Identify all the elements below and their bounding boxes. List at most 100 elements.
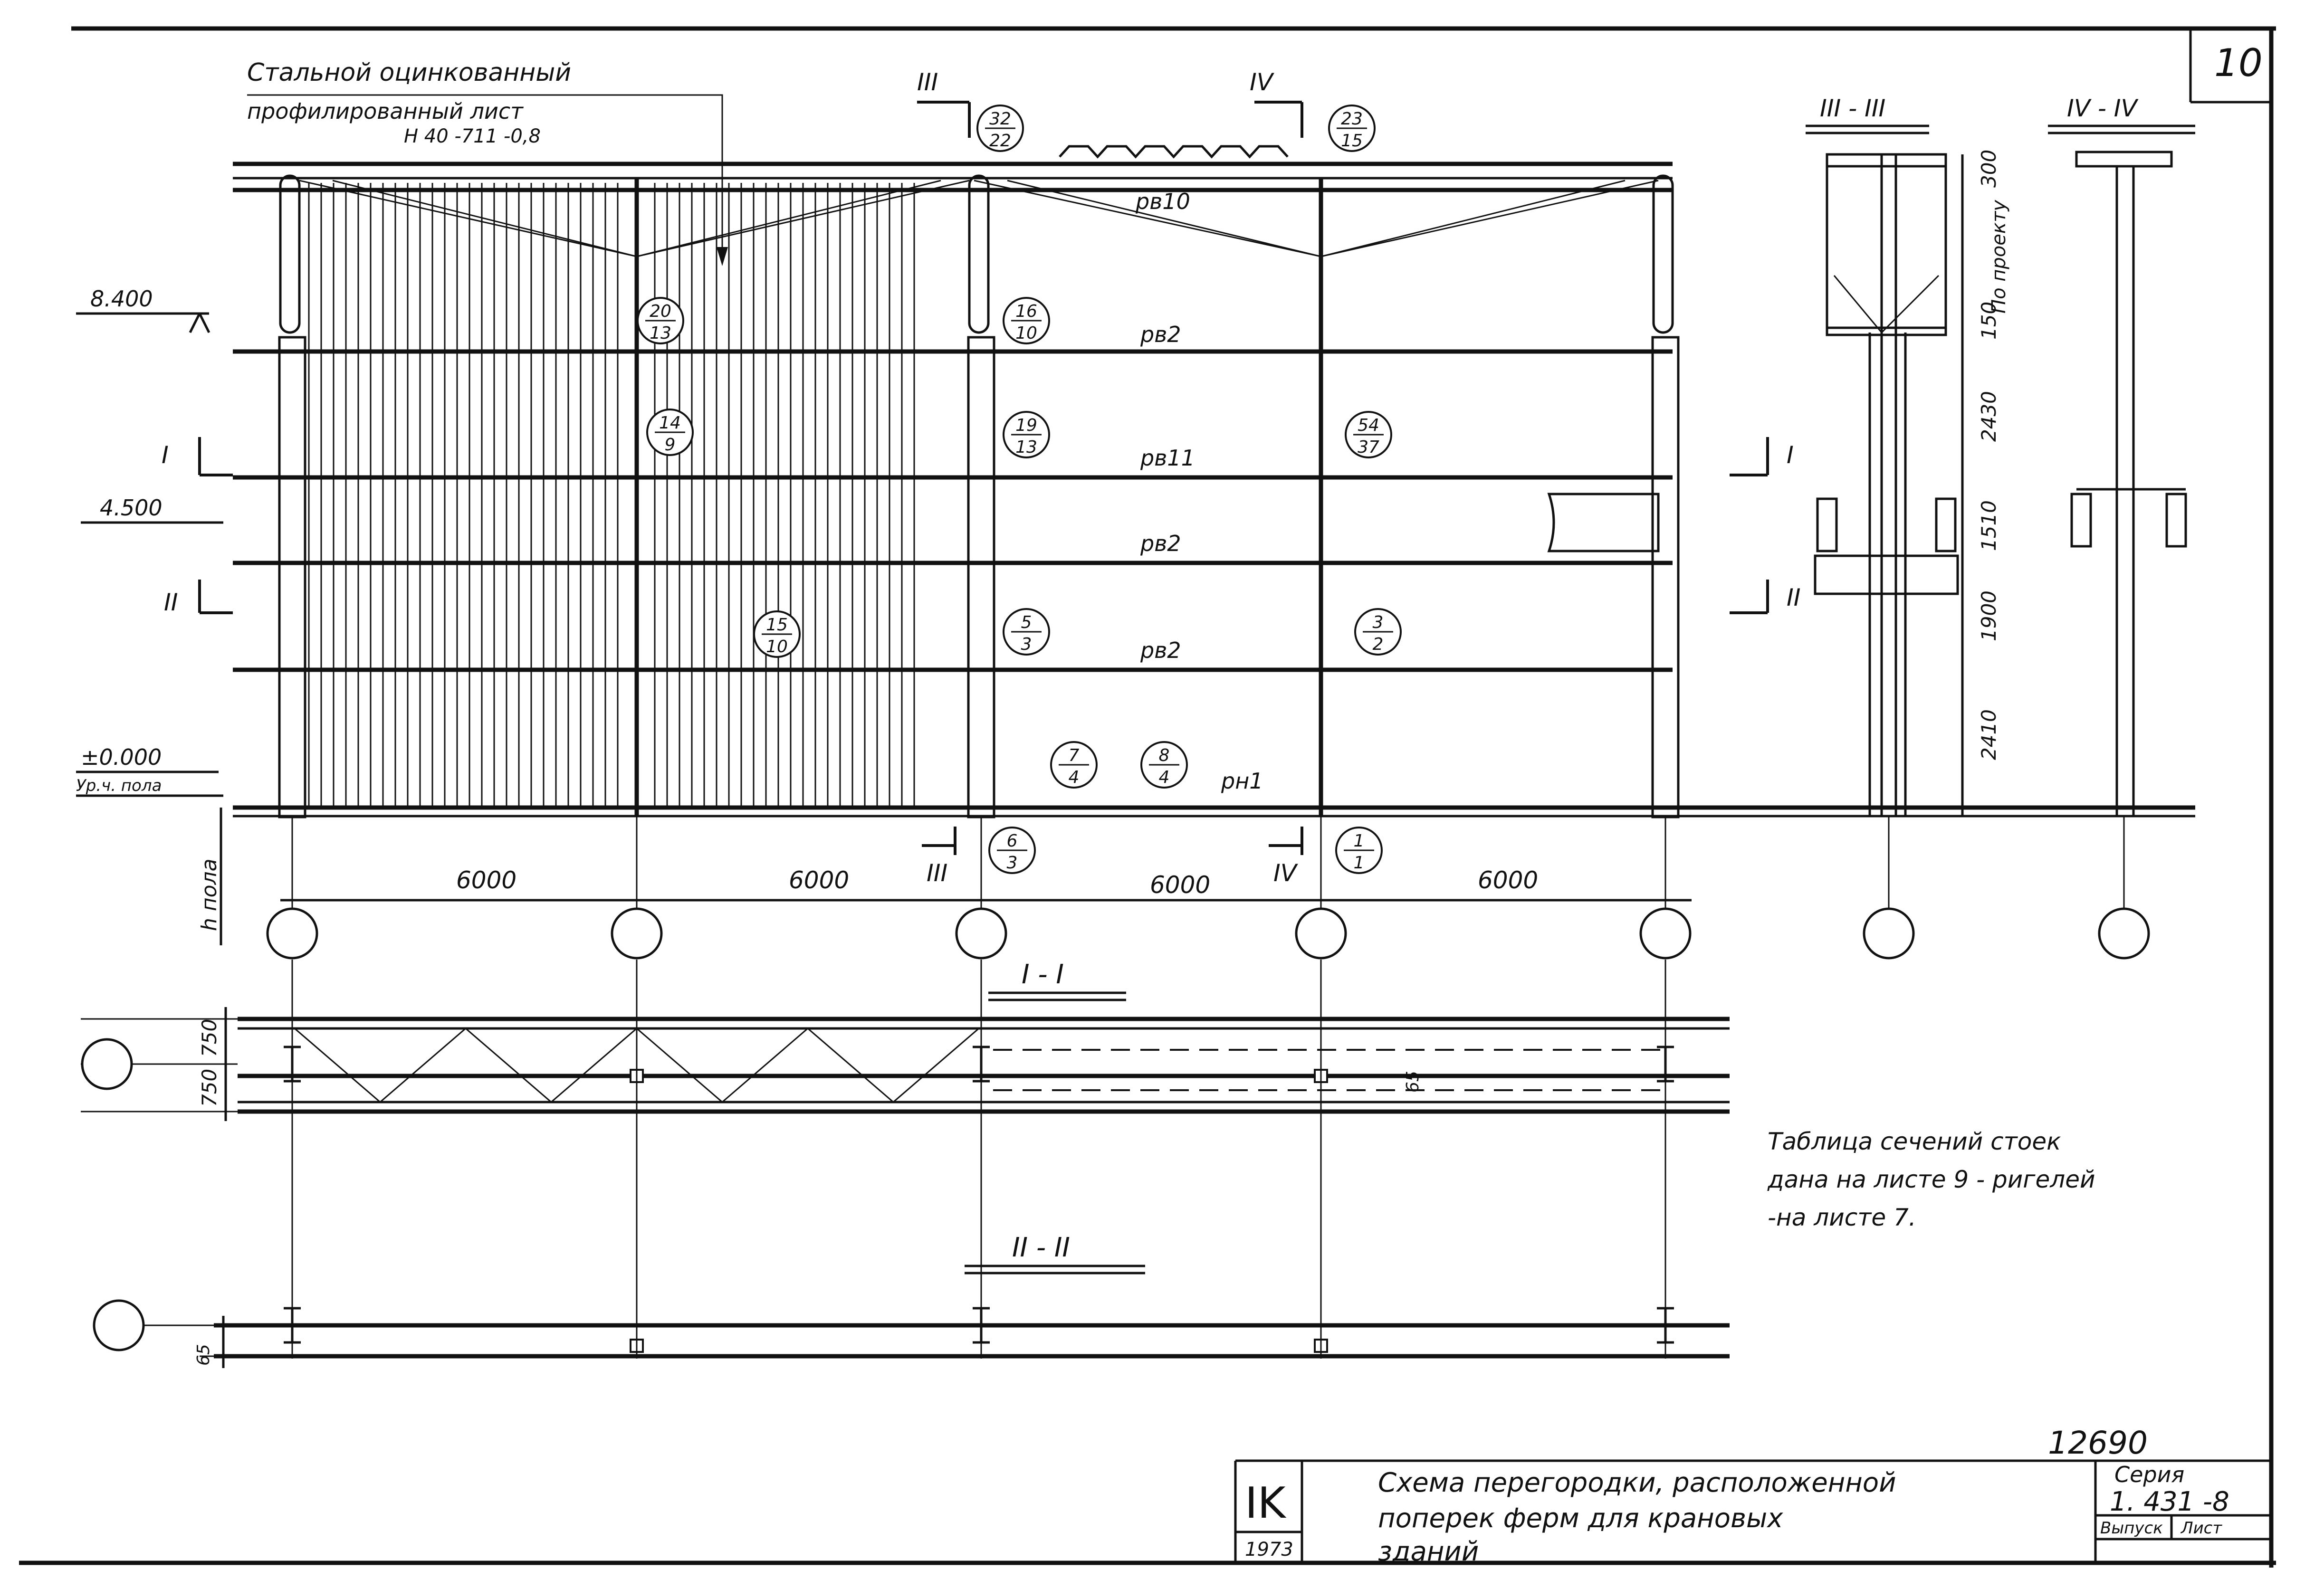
section-III-title: III - III <box>1820 95 1885 122</box>
sheeting-note-line3: Н 40 -711 -0,8 <box>404 125 541 147</box>
title-line2: поперек ферм для крановых <box>1378 1503 1783 1534</box>
section-III-crane-rail <box>1814 554 1959 595</box>
ibeam-symbol <box>1657 1307 1674 1344</box>
roof-deck-sketch <box>1059 145 1289 159</box>
section-marker-II-right: II <box>1787 584 1801 611</box>
axis-circle-1 <box>266 907 318 960</box>
node-mark-bottom: 9 <box>665 435 676 455</box>
node-marks: 3222231520131610149191354371510533274846… <box>637 105 1402 874</box>
node-mark-top: 16 <box>1015 302 1037 321</box>
level-4500: 4.500 <box>81 495 223 524</box>
beam-label-rv2-b: рв2 <box>1140 531 1181 556</box>
axis-circle-section-IV <box>2098 907 2150 960</box>
ibeam-symbol <box>973 1046 990 1083</box>
span-3: 6000 <box>1150 871 1210 899</box>
column-1 <box>278 174 306 818</box>
section-marker-III-top: III <box>917 68 938 96</box>
axis-row <box>266 817 1692 960</box>
title-line1: Схема перегородки, расположенной <box>1378 1467 1896 1498</box>
axis-circle-plan-II <box>93 1299 145 1351</box>
level-8400: 8.400 <box>76 286 210 333</box>
section-dim-150: 150 <box>1977 302 2000 340</box>
node-mark-top: 19 <box>1015 416 1037 435</box>
section-marker-IV-bottom: IV <box>1273 859 1299 887</box>
section-IV-cap <box>2075 151 2173 168</box>
column-1-lower <box>278 336 306 818</box>
axis-circle-5 <box>1639 907 1692 960</box>
node-mark-bottom: 15 <box>1341 131 1363 151</box>
beam-label-rv2-a: рв2 <box>1140 322 1181 347</box>
axis-circle-4 <box>1295 907 1347 960</box>
node-mark-bottom: 2 <box>1373 635 1384 654</box>
node-mark-top: 6 <box>1007 831 1018 851</box>
section-III-III: III - III 300 По проекту 150 2430 1510 1… <box>1806 95 2010 960</box>
axis-circle-plan-I <box>81 1038 133 1090</box>
stamp-number: 12690 <box>2048 1425 2148 1461</box>
section-dim-300: 300 <box>1977 150 2000 188</box>
plan-I-I: I - I 750 750 65 <box>81 959 1730 1121</box>
node-mark-top: 7 <box>1069 746 1080 765</box>
beam-label-rv10: рв10 <box>1135 189 1190 214</box>
node-mark-bottom: 22 <box>989 131 1011 151</box>
node-mark-top: 14 <box>659 413 681 433</box>
level-0000: ±0.000 Ур.ч. пола <box>76 744 223 797</box>
title-code: IK <box>1245 1478 1287 1528</box>
node-mark-bottom: 3 <box>1007 853 1018 873</box>
table-note-line2: дана на листе 9 - ригелей <box>1767 1166 2095 1193</box>
node-mark-top: 5 <box>1021 613 1032 632</box>
crane-beam-end <box>1547 493 1660 552</box>
level-8400-label: 8.400 <box>90 286 153 312</box>
plan-II-title: II - II <box>1012 1232 1070 1263</box>
node-mark-top: 1 <box>1354 831 1365 851</box>
section-dim-2430: 2430 <box>1977 391 2000 442</box>
sheeting-leader-arrow <box>717 247 728 266</box>
ibeam-symbol <box>1657 1046 1674 1083</box>
node-mark-top: 54 <box>1358 416 1379 435</box>
sheeting-note-line1: Стальной оцинкованный <box>247 58 571 87</box>
column-3-lower <box>967 336 995 818</box>
title-year: 1973 <box>1245 1539 1293 1560</box>
sheet-number: 10 <box>2214 41 2263 85</box>
plan-II-II: II - II 65 <box>93 1232 1730 1368</box>
beam-label-rn1: рн1 <box>1221 768 1263 794</box>
section-marker-IV-top: IV <box>1250 68 1275 96</box>
node-mark-bottom: 4 <box>1159 768 1170 787</box>
sheeting-note-line2: профилированный лист <box>247 98 524 124</box>
node-mark-top: 3 <box>1373 613 1384 632</box>
column-3 <box>967 174 995 818</box>
plan-dim-65-I: 65 <box>1403 1071 1423 1093</box>
column-3-upper <box>968 174 990 334</box>
span-4: 6000 <box>1478 866 1538 894</box>
sheet-label: Лист <box>2180 1519 2222 1538</box>
node-mark-bottom: 37 <box>1358 438 1379 457</box>
column-5-lower <box>1651 336 1680 818</box>
node-mark-top: 32 <box>989 109 1011 129</box>
series-label: Серия <box>2114 1462 2184 1487</box>
node-mark-bottom: 10 <box>766 637 788 656</box>
section-dim-2410: 2410 <box>1977 709 2000 760</box>
floor-height-label: h пола <box>197 858 221 931</box>
span-1: 6000 <box>456 866 516 894</box>
node-mark-bottom: 3 <box>1021 635 1032 654</box>
profiled-sheeting <box>308 183 915 808</box>
section-IV-title: IV - IV <box>2067 95 2139 122</box>
title-line3: зданий <box>1378 1536 1479 1567</box>
section-marker-I-left: I <box>162 441 169 469</box>
node-mark-top: 23 <box>1341 109 1363 129</box>
ibeam-symbol <box>284 1307 301 1344</box>
section-IV-IV: IV - IV <box>2048 95 2195 960</box>
section-dim-1900: 1900 <box>1977 590 2000 641</box>
table-note-line3: -на листе 7. <box>1768 1204 1916 1231</box>
node-mark-bottom: 10 <box>1015 323 1037 343</box>
section-marker-I-right: I <box>1787 441 1794 469</box>
plan-I-title: I - I <box>1022 959 1064 990</box>
beam-label-rv2-c: рв2 <box>1140 637 1181 663</box>
beam-label-rv11: рв11 <box>1140 445 1195 471</box>
title-block: 12690 IK 1973 Схема перегородки, располо… <box>1234 1425 2271 1567</box>
node-mark-top: 15 <box>766 615 788 635</box>
plan-dim-750-bottom: 750 <box>198 1069 221 1107</box>
node-mark-bottom: 4 <box>1069 768 1080 787</box>
section-marker-III-bottom: III <box>927 859 947 887</box>
node-mark-bottom: 13 <box>650 323 671 343</box>
